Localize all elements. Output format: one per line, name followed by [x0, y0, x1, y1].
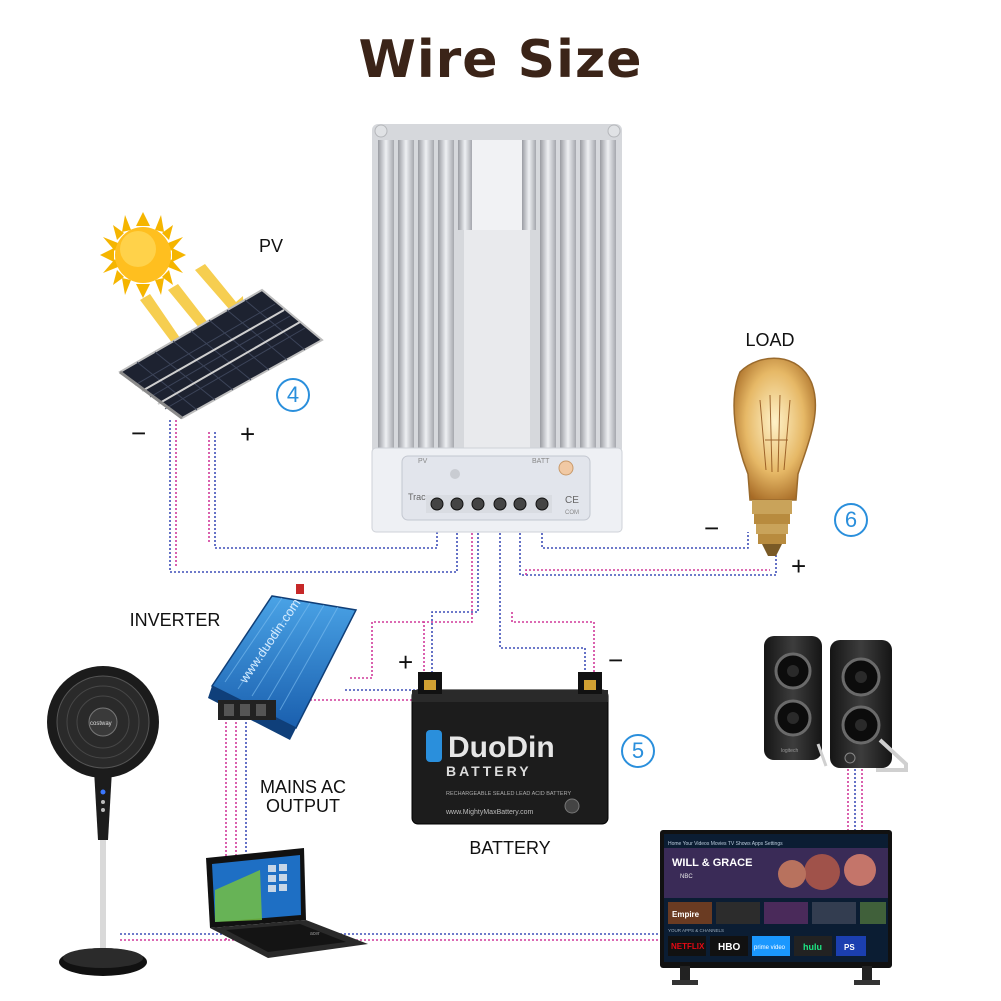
television: Home Your Videos Movies TV Shows Apps Se…	[660, 830, 892, 985]
load-minus-sign: −	[704, 513, 720, 543]
speakers-icon: logitech	[764, 636, 908, 772]
wire-battery-negative	[499, 505, 586, 672]
tv-nav-bar: Home Your Videos Movies TV Shows Apps Se…	[668, 841, 783, 847]
battery-website: www.MightyMaxBattery.com	[445, 809, 534, 816]
batt-indicator-label: BATT	[532, 458, 550, 465]
pv-minus-sign: −	[131, 418, 147, 448]
battery-brand: DuoDin	[448, 731, 555, 764]
wire-speakers	[847, 765, 863, 832]
tv-app-playstation: PS	[844, 943, 855, 952]
mains-ac-output-label: MAINS AC OUTPUT	[259, 777, 347, 816]
pv-plus-sign: +	[240, 419, 256, 449]
pv-label: PV	[258, 236, 283, 256]
tv-app-hbo: HBO	[718, 942, 740, 953]
marker-load: 6	[834, 503, 868, 537]
pv-indicator-label: PV	[418, 458, 428, 465]
standing-fan-icon: costway	[47, 666, 159, 976]
battery-notice: RECHARGEABLE SEALED LEAD ACID BATTERY	[446, 791, 571, 797]
tv-featured-title: Empire	[672, 910, 700, 919]
wire-pv-positive	[214, 432, 438, 549]
terminal-block	[426, 495, 552, 513]
wire-load-positive-pink	[525, 569, 770, 575]
fan-brand: costway	[90, 721, 112, 727]
load-label: LOAD	[745, 330, 795, 350]
charge-controller: PV BATT Tracer CE COM	[371, 124, 623, 533]
wire-inverter-battery	[310, 621, 591, 701]
marker-pv: 4	[276, 378, 310, 412]
battery-plus-sign: +	[398, 647, 414, 677]
sun-icon	[100, 212, 186, 298]
laptop-icon: acer	[206, 848, 368, 958]
tv-app-tiles: NETFLIX HBO prime video hulu PS	[668, 936, 866, 956]
page-title: Wire Size	[358, 30, 643, 90]
tv-network: NBC	[680, 874, 693, 880]
wire-battery-negative-pink	[511, 612, 595, 672]
com-label: COM	[565, 510, 579, 516]
tv-apps-row-label: YOUR APPS & CHANNELS	[668, 928, 724, 933]
power-inverter: www.duodin.com	[208, 584, 358, 740]
load-plus-sign: +	[791, 551, 807, 581]
controller-brand: Tracer	[408, 492, 434, 502]
marker-battery: 5	[621, 734, 655, 768]
battery: DuoDin BATTERY RECHARGEABLE SEALED LEAD …	[411, 672, 609, 825]
wire-battery-positive-pink	[423, 505, 473, 672]
tv-app-netflix: NETFLIX	[671, 942, 705, 951]
battery-subtitle: BATTERY	[446, 763, 532, 779]
edison-bulb-icon	[733, 357, 817, 556]
ce-mark: CE	[565, 495, 579, 506]
tv-show-title: WILL & GRACE	[672, 857, 752, 869]
inverter-label: INVERTER	[129, 610, 221, 630]
wire-ac-output	[120, 718, 660, 941]
wire-pv-negative	[169, 420, 458, 573]
battery-logo-icon	[426, 730, 442, 762]
wire-battery-positive	[431, 505, 479, 672]
battery-label: BATTERY	[469, 838, 551, 858]
wire-load-positive	[519, 505, 777, 576]
speaker-brand: logitech	[781, 748, 798, 754]
solar-panel	[118, 288, 324, 420]
tv-app-hulu: hulu	[803, 942, 822, 952]
laptop-brand: acer	[310, 931, 320, 937]
tv-app-prime: prime video	[754, 945, 786, 951]
wire-ac-output-blue	[120, 718, 660, 935]
battery-minus-sign: −	[608, 645, 624, 675]
